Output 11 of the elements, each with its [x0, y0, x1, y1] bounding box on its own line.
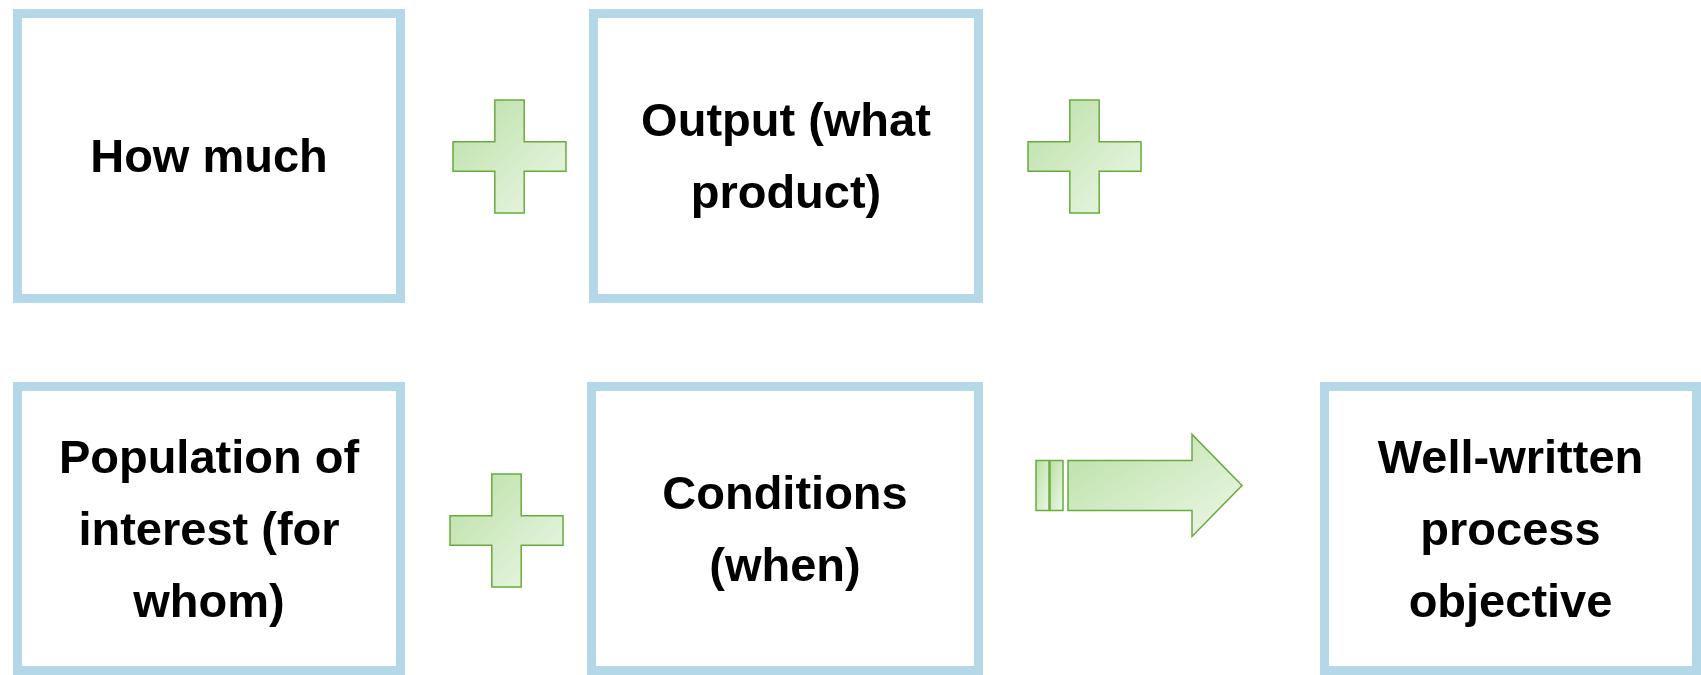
box-label: How much — [90, 128, 328, 184]
text-box — [13, 382, 405, 675]
box-label: Conditions (when) — [661, 464, 909, 593]
text-box — [13, 9, 405, 303]
text-box — [1320, 382, 1701, 675]
box-label: Well-written process objective — [1376, 428, 1645, 629]
block-arrow — [1035, 432, 1244, 539]
box-label: Output (what product) — [640, 92, 932, 220]
text-box — [589, 9, 983, 303]
box-label: Population of interest (for whom) — [57, 428, 361, 629]
text-box — [587, 382, 983, 675]
